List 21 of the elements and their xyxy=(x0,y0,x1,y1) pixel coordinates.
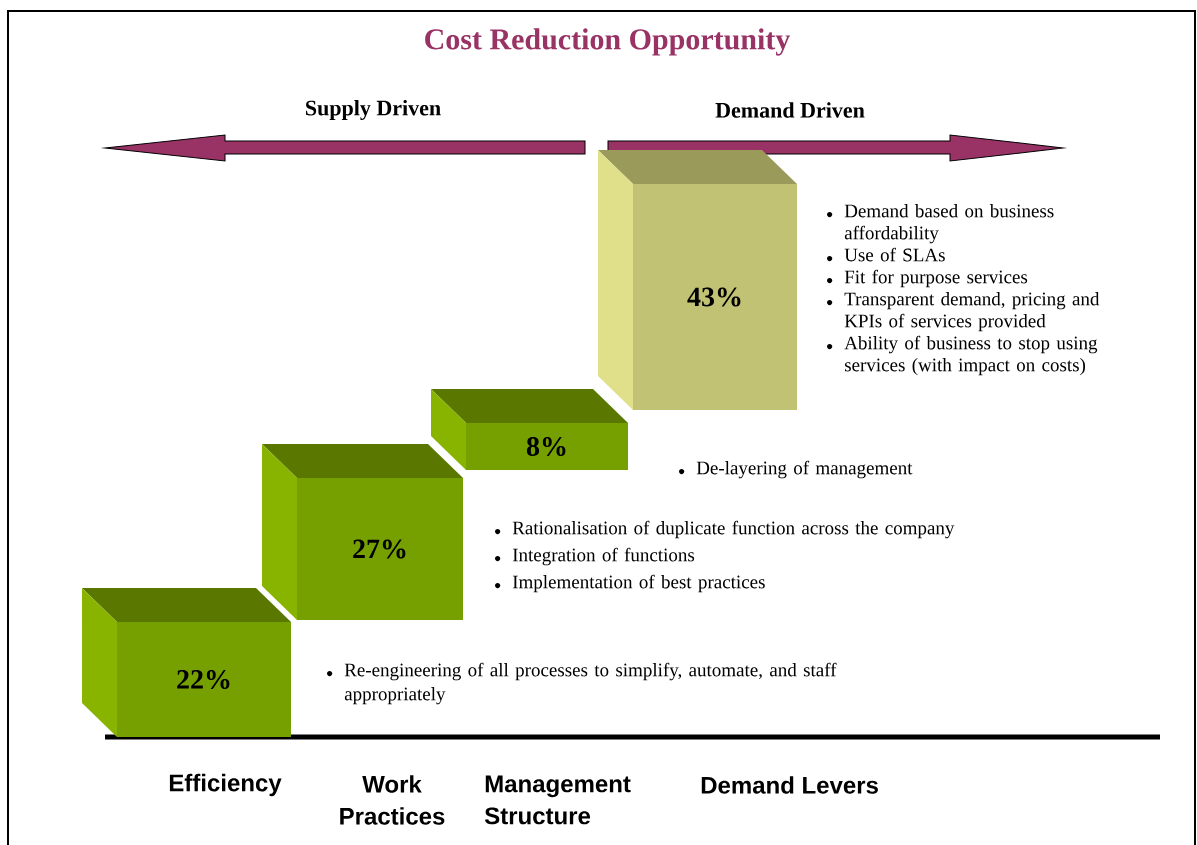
cube: 27% xyxy=(262,444,463,620)
bullet-item: Fit for purpose services xyxy=(827,269,1028,288)
bullet-item: Implementation of best practices xyxy=(495,574,765,593)
heading: Supply Driven xyxy=(306,100,441,120)
bullet-item: Re-engineering of all processes to simplify, automate, and staff appropriately xyxy=(327,662,837,705)
category-label: Demand Levers xyxy=(701,776,878,794)
category-label: Management Structure xyxy=(484,775,631,825)
heading: Demand Driven xyxy=(715,102,865,118)
bullet-item: De-layering of management xyxy=(679,460,913,479)
bullet-item: Rationalisation of duplicate function across the company xyxy=(495,520,955,539)
cube: 43% xyxy=(598,150,797,410)
bullet-item: Demand based on business affordability xyxy=(827,204,1054,244)
bullet-item: Integration of functions xyxy=(495,547,695,566)
cube: 22% xyxy=(82,588,291,737)
bullet-item: Ability of business to stop using services (with impact on costs) xyxy=(827,335,1098,376)
category-label: Efficiency xyxy=(169,773,282,797)
cube: 8% xyxy=(431,389,628,470)
bullet-item: Use of SLAs xyxy=(827,247,945,262)
title: Cost Reduction Opportunity xyxy=(425,28,791,56)
bullet-item: Transparent demand, pricing and KPIs of services provided xyxy=(827,292,1100,332)
category-label: Work Practices xyxy=(340,775,445,825)
